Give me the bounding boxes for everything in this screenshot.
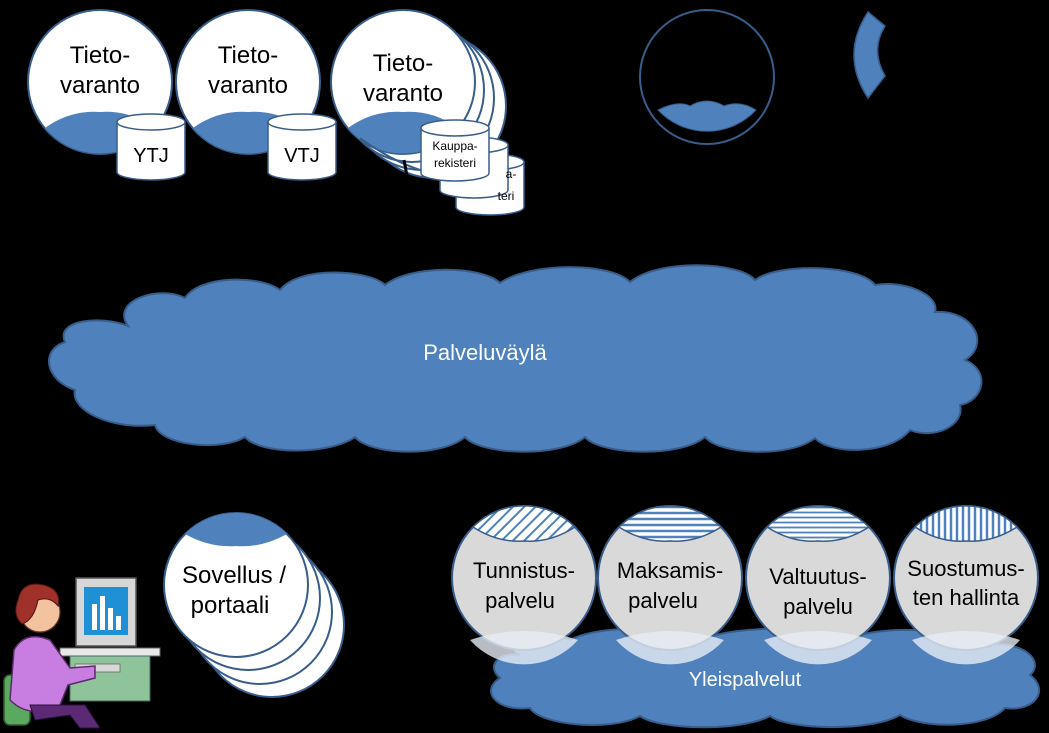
application-portal: Sovellus / portaali [163,512,345,698]
repository-1-title-line1: Tieto- [70,42,130,69]
repository-1: Tieto- varanto YTJ [27,9,186,181]
repository-3-back-fragment-1: a- [506,167,517,181]
service-payment: Maksamis- palvelu [597,505,743,665]
repository-2-title-line2: varanto [208,72,288,99]
common-services-cloud: Yleispalvelut [490,627,1041,729]
repository-3-database-label-line1: Kauppa- [432,139,477,153]
application-label-line2: portaali [191,592,270,619]
repository-2-title-line1: Tieto- [218,42,278,69]
service-consent-management: Suostumus- ten hallinta [893,505,1039,665]
repository-3-title-line1: Tieto- [373,50,433,77]
repository-3-title-line2: varanto [363,80,443,107]
service-identification-line1: Tunnistus- [473,558,575,583]
repository-2-database-label: VTJ [284,145,320,167]
service-identification-line2: palvelu [485,588,555,613]
repository-1-database-label: YTJ [133,145,169,167]
database-cylinder-icon [116,113,186,181]
repository-1-title-line2: varanto [60,72,140,99]
service-bus-label: Palveluväylä [423,340,547,365]
common-services-label: Yleispalvelut [689,669,802,691]
repository-3-database-label-line2: rekisteri [434,156,476,170]
repository-3-back-fragment-2: teri [498,189,515,203]
person-at-computer-icon [3,577,161,729]
empty-repository-circle [639,9,775,145]
application-label-line1: Sovellus / [182,562,286,589]
service-consent-line2: ten hallinta [913,585,1020,610]
arc-segment-shape [853,10,886,100]
service-payment-line1: Maksamis- [617,558,723,583]
database-cylinder-icon [420,119,490,182]
database-cylinder-icon [267,113,337,181]
service-identification: Tunnistus- palvelu [451,505,597,665]
service-authorization: Valtuutus- palvelu [745,505,891,665]
repository-3-stack: Tieto- varanto a- teri Kauppa- rekisteri [330,9,525,216]
service-bus-cloud: Palveluväylä [48,264,983,453]
service-payment-line2: palvelu [628,588,698,613]
service-authorization-line2: palvelu [783,594,853,619]
service-consent-line1: Suostumus- [907,556,1024,581]
service-authorization-line1: Valtuutus- [769,564,866,589]
repository-2: Tieto- varanto VTJ [175,9,337,181]
